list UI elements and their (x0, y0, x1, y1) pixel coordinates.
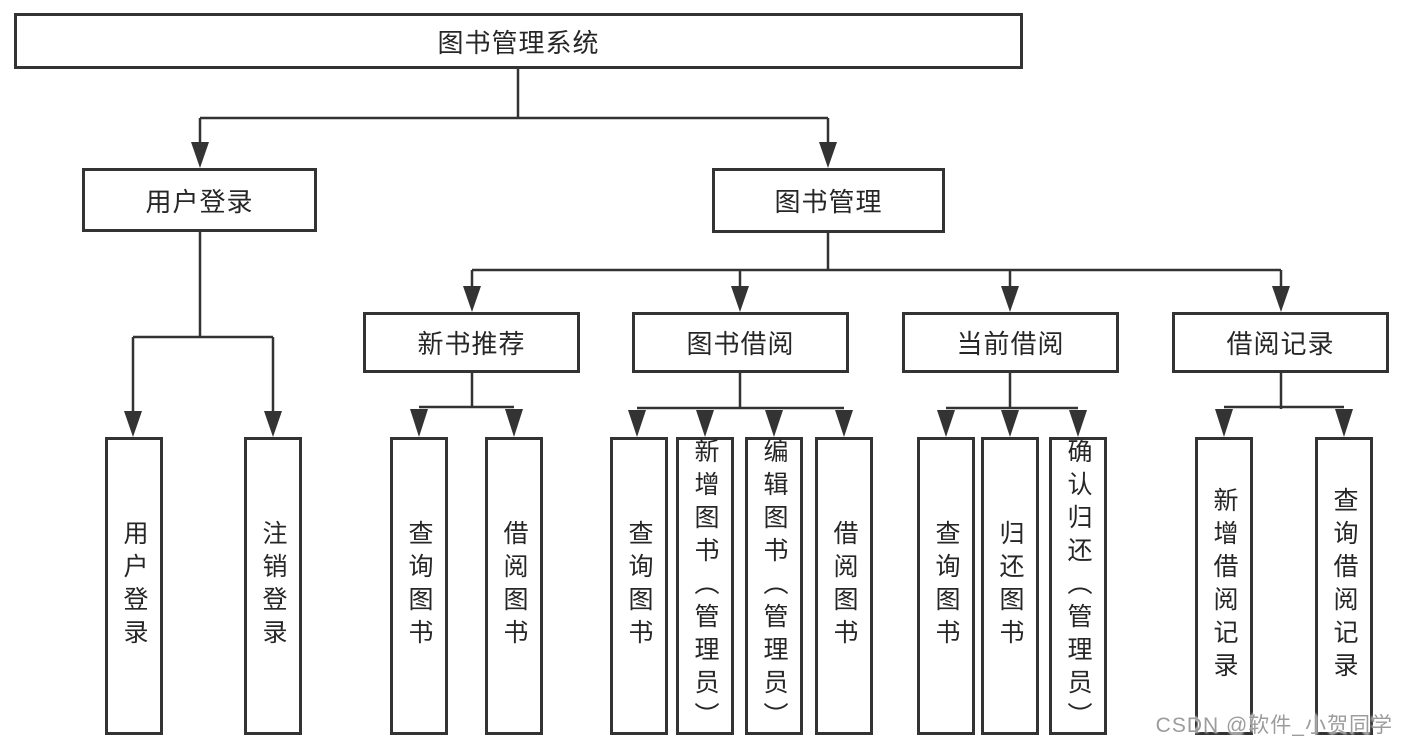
node-label: 新增图书（管理员） (691, 437, 719, 735)
leaf-logout: 注销登录 (244, 437, 302, 735)
leaf-query-books-recommend: 查询图书 (390, 437, 448, 735)
leaf-borrow-books: 借阅图书 (815, 437, 873, 735)
node-label: 用户登录 (145, 186, 254, 217)
node-label: 注销登录 (259, 520, 287, 652)
leaf-edit-books-admin: 编辑图书（管理员） (745, 437, 803, 735)
node-label: 归还图书 (996, 520, 1024, 652)
node-borrowing-records: 借阅记录 (1172, 312, 1389, 373)
node-label: 当前借阅 (956, 329, 1065, 359)
node-user-login: 用户登录 (82, 168, 317, 232)
arrow-down-icon (731, 286, 749, 312)
leaf-query-books-current: 查询图书 (917, 437, 975, 735)
arrow-down-icon (124, 411, 142, 437)
leaf-user-login: 用户登录 (105, 437, 163, 735)
node-label: 编辑图书（管理员） (760, 437, 788, 735)
arrow-down-icon (1001, 286, 1019, 312)
node-label: 新增借阅记录 (1210, 487, 1238, 685)
leaf-borrow-books-recommend: 借阅图书 (485, 437, 543, 735)
node-label: 查询图书 (625, 520, 653, 652)
leaf-return-books: 归还图书 (981, 437, 1039, 735)
arrow-down-icon (463, 286, 481, 312)
arrow-down-icon (696, 410, 714, 437)
node-label: 借阅图书 (830, 520, 858, 652)
node-label: 借阅图书 (500, 520, 528, 652)
node-label: 用户登录 (120, 520, 148, 652)
node-label: 图书借阅 (686, 329, 795, 359)
arrow-down-icon (765, 410, 783, 437)
arrow-down-icon (191, 142, 209, 168)
node-label: 图书管理 (774, 187, 883, 217)
arrow-down-icon (1069, 410, 1087, 437)
node-current-borrowing: 当前借阅 (902, 312, 1119, 373)
node-label: 借阅记录 (1226, 329, 1335, 359)
node-root-library-system: 图书管理系统 (14, 13, 1023, 69)
arrow-down-icon (819, 142, 837, 168)
arrow-down-icon (628, 410, 646, 437)
node-label: 确认归还（管理员） (1064, 437, 1092, 735)
node-label: 查询借阅记录 (1330, 487, 1358, 685)
watermark: CSDN @软件_小贺同学 (1155, 714, 1393, 737)
leaf-confirm-return-admin: 确认归还（管理员） (1049, 437, 1107, 735)
arrow-down-icon (505, 409, 523, 437)
node-label: 查询图书 (932, 520, 960, 652)
arrow-down-icon (1272, 286, 1290, 312)
arrow-down-icon (1215, 409, 1233, 437)
node-new-book-recommend: 新书推荐 (363, 312, 580, 373)
node-label: 新书推荐 (417, 329, 526, 359)
node-book-borrowing: 图书借阅 (632, 312, 849, 373)
leaf-query-books-borrow: 查询图书 (610, 437, 668, 735)
arrow-down-icon (937, 410, 955, 437)
arrow-down-icon (1001, 410, 1019, 437)
arrow-down-icon (1335, 409, 1353, 437)
arrow-down-icon (410, 409, 428, 437)
node-book-management: 图书管理 (712, 168, 945, 233)
leaf-query-borrow-record: 查询借阅记录 (1315, 437, 1373, 735)
arrow-down-icon (264, 411, 282, 437)
node-label: 查询图书 (405, 520, 433, 652)
arrow-down-icon (835, 410, 853, 437)
leaf-add-borrow-record: 新增借阅记录 (1195, 437, 1253, 735)
leaf-add-books-admin: 新增图书（管理员） (676, 437, 734, 735)
node-label: 图书管理系统 (437, 27, 600, 58)
